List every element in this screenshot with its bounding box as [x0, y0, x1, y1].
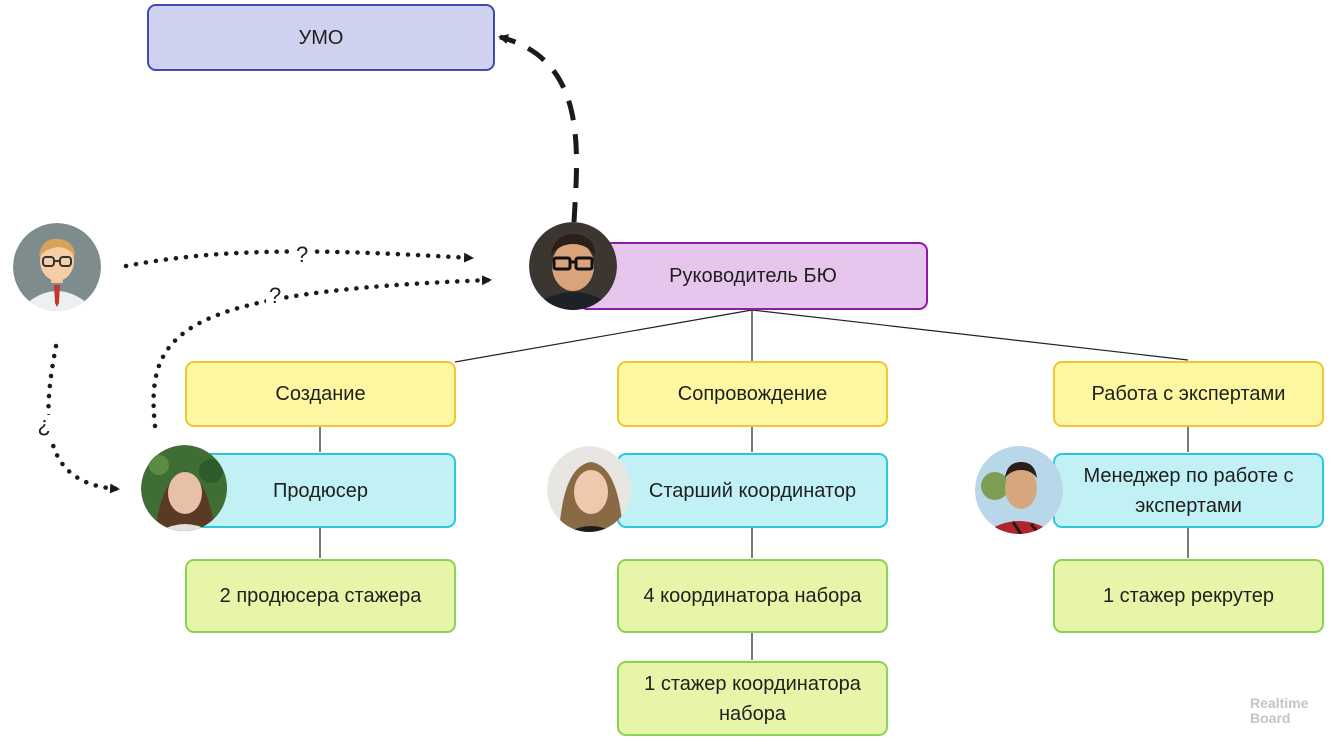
- node-recruiter-intern-label: 1 стажер рекрутер: [1103, 585, 1274, 607]
- expert-manager-avatar-photo: [975, 446, 1063, 534]
- node-dept-support[interactable]: Сопровождение: [617, 361, 888, 427]
- node-dept-support-label: Сопровождение: [677, 383, 828, 405]
- question-mark-left: ?: [35, 415, 54, 440]
- person-avatar-icon: [13, 223, 101, 311]
- question-mark-upper: ?: [293, 243, 312, 267]
- dotted-arrow-producer-to-head: [151, 275, 493, 429]
- connector-head-creation: [454, 309, 753, 363]
- node-expert-manager-label: Менеджер по работе с экспертами: [1083, 464, 1294, 517]
- node-producer[interactable]: Продюсер: [185, 453, 456, 528]
- connector-head-experts: [751, 309, 1189, 361]
- dashed-arrow-head-to-umo: [498, 34, 579, 223]
- node-recruitment-coordinators[interactable]: 4 координатора набора: [617, 559, 888, 633]
- node-producer-interns[interactable]: 2 продюсера стажера: [185, 559, 456, 633]
- node-producer-label: Продюсер: [272, 479, 369, 502]
- producer-avatar-photo: [141, 445, 227, 531]
- dotted-arrow-person-to-head: [123, 249, 475, 269]
- node-coordinator-intern[interactable]: 1 стажер координатора набора: [617, 661, 888, 736]
- node-dept-experts-label: Работа с экспертами: [1091, 383, 1286, 405]
- senior-coordinator-avatar-photo: [547, 446, 631, 532]
- node-dept-creation[interactable]: Создание: [185, 361, 456, 427]
- node-recruiter-intern[interactable]: 1 стажер рекрутер: [1053, 559, 1324, 633]
- dotted-arrow-person-to-producer: [46, 343, 121, 494]
- question-mark-lower: ?: [266, 284, 285, 308]
- node-head[interactable]: Руководитель БЮ: [578, 242, 928, 310]
- node-expert-manager[interactable]: Менеджер по работе с экспертами: [1053, 453, 1324, 528]
- realtimeboard-watermark: Realtime Board: [1250, 695, 1309, 726]
- node-coordinator-intern-label: 1 стажер координатора набора: [644, 672, 861, 725]
- node-dept-experts[interactable]: Работа с экспертами: [1053, 361, 1324, 427]
- node-senior-coordinator[interactable]: Старший координатор: [617, 453, 888, 528]
- node-umo[interactable]: УМО: [147, 4, 495, 71]
- node-umo-label: УМО: [298, 26, 344, 49]
- head-avatar-photo: [529, 222, 617, 310]
- node-head-label: Руководитель БЮ: [669, 265, 837, 287]
- node-recruitment-coordinators-label: 4 координатора набора: [643, 585, 862, 607]
- node-dept-creation-label: Создание: [275, 383, 366, 405]
- node-senior-coordinator-label: Старший координатор: [648, 479, 857, 502]
- node-producer-interns-label: 2 продюсера стажера: [219, 585, 422, 607]
